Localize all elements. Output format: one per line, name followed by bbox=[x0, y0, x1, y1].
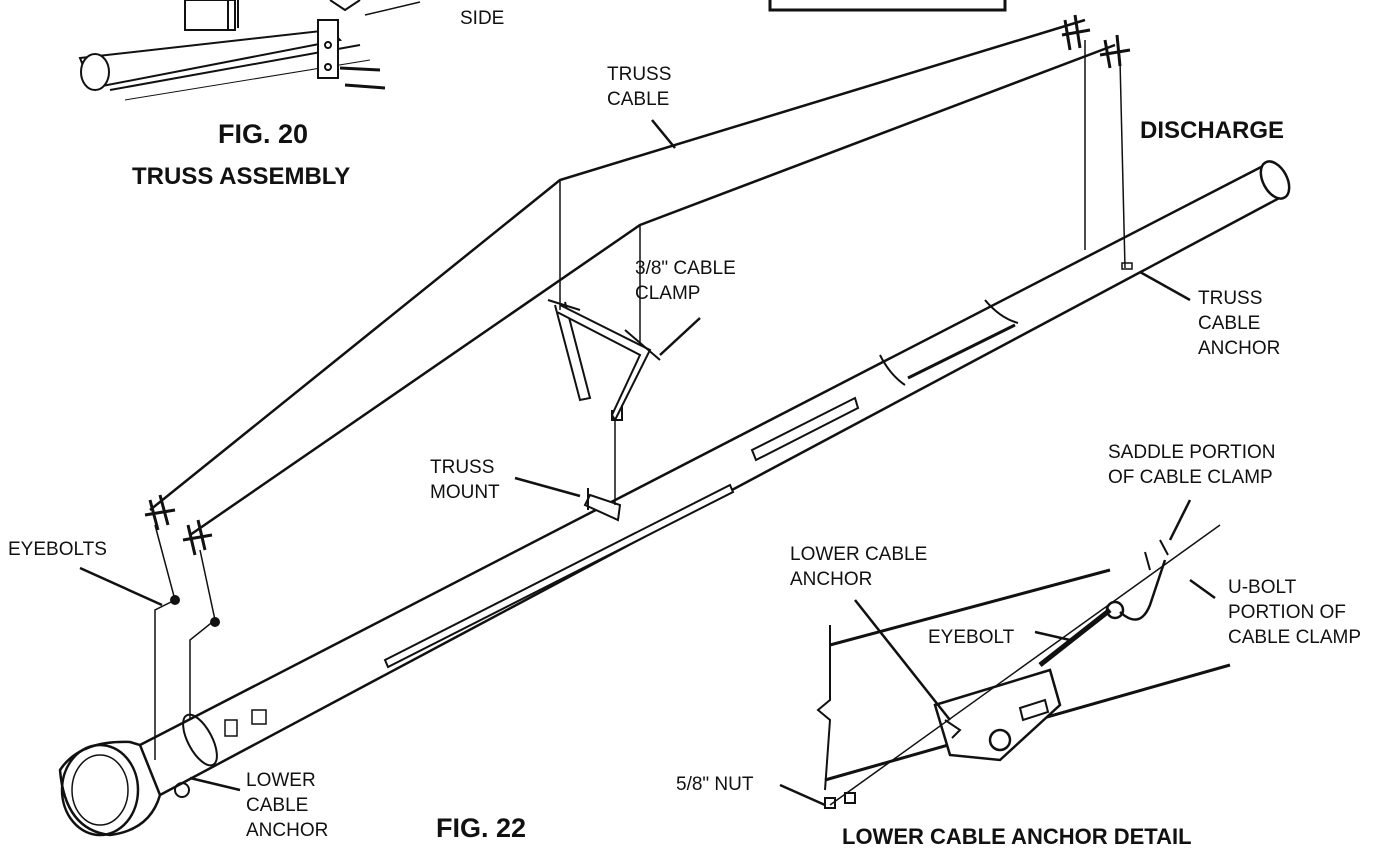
saddle-portion-label: SADDLE PORTION OF CABLE CLAMP bbox=[1108, 442, 1276, 488]
lower-cable-anchor-main-label: LOWER CABLE ANCHOR bbox=[246, 770, 329, 841]
truss-cable-anchor-label: TRUSS CABLE ANCHOR bbox=[1198, 288, 1281, 359]
fig22-caption: FIG. 22 bbox=[436, 813, 527, 843]
detail-lower-cable-anchor-label: LOWER CABLE ANCHOR bbox=[790, 544, 928, 590]
cable-clamp-label: 3/8" CABLE CLAMP bbox=[635, 258, 736, 304]
discharge-label: DISCHARGE bbox=[1140, 117, 1285, 144]
u-bolt-portion-label: U-BOLT PORTION OF CABLE CLAMP bbox=[1228, 577, 1362, 648]
fig20-caption: FIG. 20 bbox=[218, 119, 309, 149]
detail-caption: LOWER CABLE ANCHOR DETAIL bbox=[842, 824, 1192, 849]
nut-label: 5/8" NUT bbox=[676, 774, 754, 795]
eyebolt-label: EYEBOLT bbox=[928, 627, 1015, 648]
detail-drawing bbox=[779, 499, 1231, 809]
fig20-drawing bbox=[78, 0, 421, 101]
inset-box-fragment bbox=[768, 0, 1007, 12]
truss-cable-label: TRUSS CABLE bbox=[607, 64, 672, 110]
eyebolts-label: EYEBOLTS bbox=[8, 539, 107, 560]
fig22-drawing bbox=[58, 14, 1291, 837]
fig20-subcaption: TRUSS ASSEMBLY bbox=[132, 163, 351, 190]
truss-mount-label: TRUSS MOUNT bbox=[430, 457, 500, 503]
fig20-side-label: SIDE bbox=[460, 8, 505, 29]
